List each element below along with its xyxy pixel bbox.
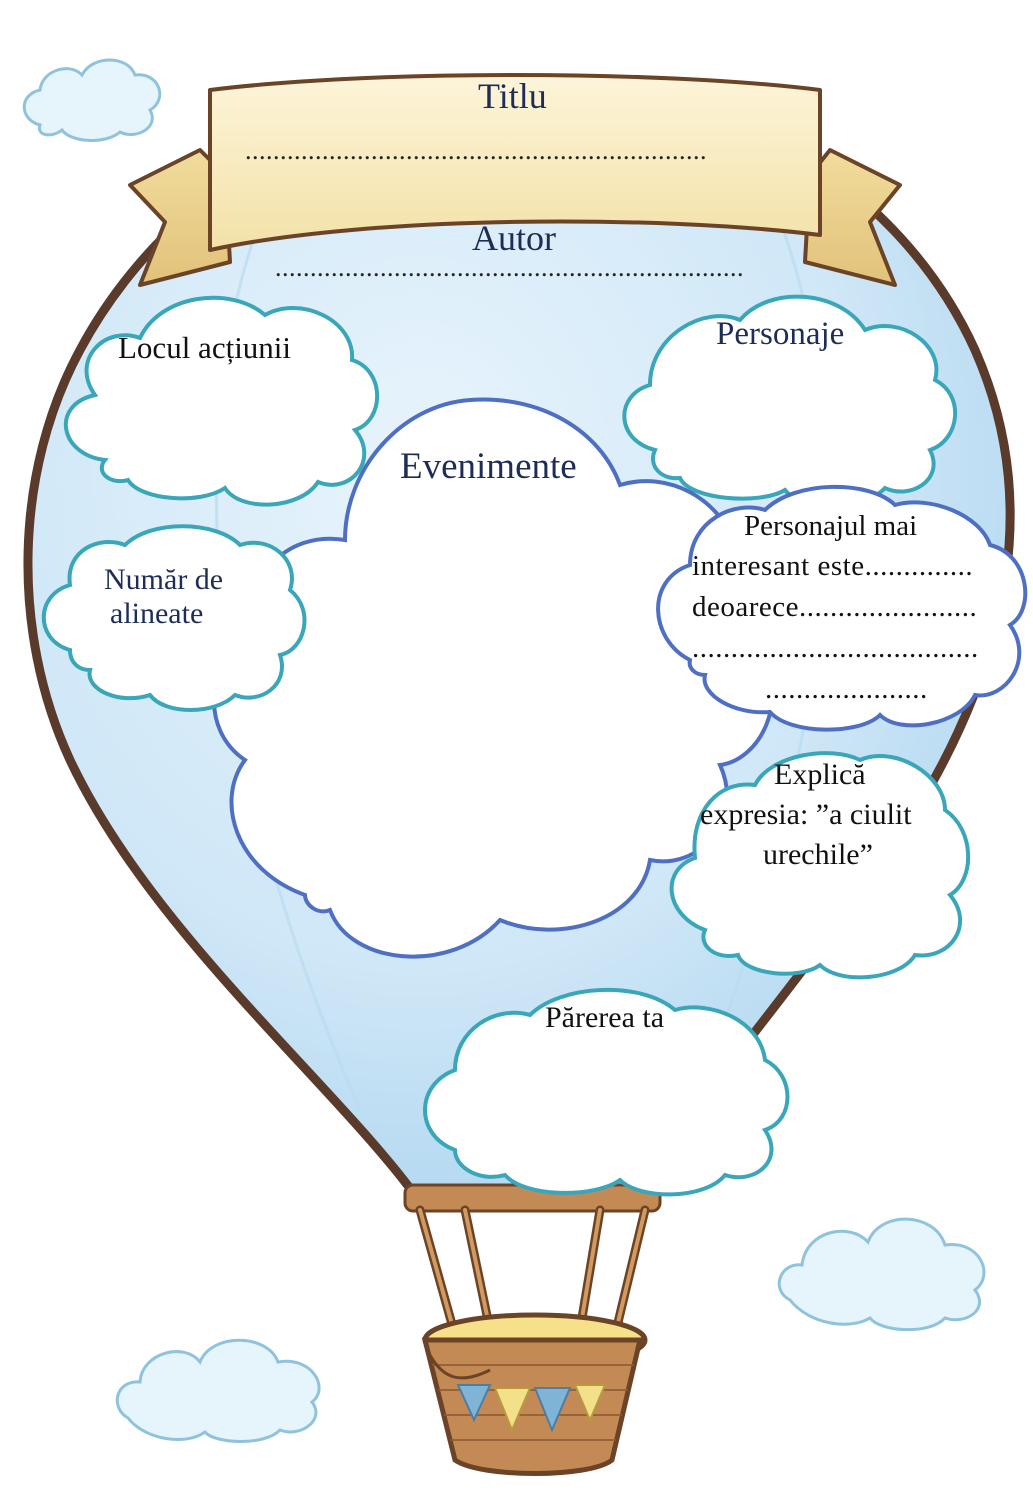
title-line[interactable]: ........................................… [245, 138, 707, 164]
paragraphs-label-line1: Număr de [104, 563, 224, 596]
opinion-label: Părerea ta [545, 1001, 665, 1034]
cloud-favorite-character [656, 484, 1028, 732]
author-line[interactable]: ........................................… [275, 255, 744, 281]
favorite-line1: Personajul mai [744, 510, 918, 542]
expression-line1: Explică [774, 758, 866, 791]
favorite-line2[interactable]: interesant este.............. [692, 552, 974, 581]
expression-line2: expresia: ”a ciulit [700, 798, 912, 831]
sky-cloud-bottom-right [777, 1217, 986, 1332]
favorite-line3[interactable]: deoarece....................... [692, 593, 978, 622]
title-banner [128, 73, 902, 287]
favorite-line5[interactable]: ..................... [765, 675, 928, 704]
cloud-expression [669, 751, 971, 980]
cloud-opinion [423, 987, 790, 1197]
favorite-line4[interactable]: ..................................... [692, 634, 979, 663]
events-label: Evenimente [400, 446, 577, 487]
expression-line3: urechile” [763, 838, 873, 871]
cloud-setting [63, 295, 380, 507]
title-label: Titlu [478, 76, 547, 116]
sky-cloud-bottom-left [115, 1338, 321, 1443]
basket [421, 1312, 648, 1476]
cloud-paragraphs [41, 524, 307, 712]
paragraphs-label-line2: alineate [110, 597, 204, 630]
cloud-characters [622, 294, 958, 507]
characters-label: Personaje [716, 316, 845, 352]
sky-cloud-top-left [22, 58, 162, 142]
setting-label: Locul acțiunii [118, 330, 292, 365]
author-label: Autor [472, 218, 556, 258]
